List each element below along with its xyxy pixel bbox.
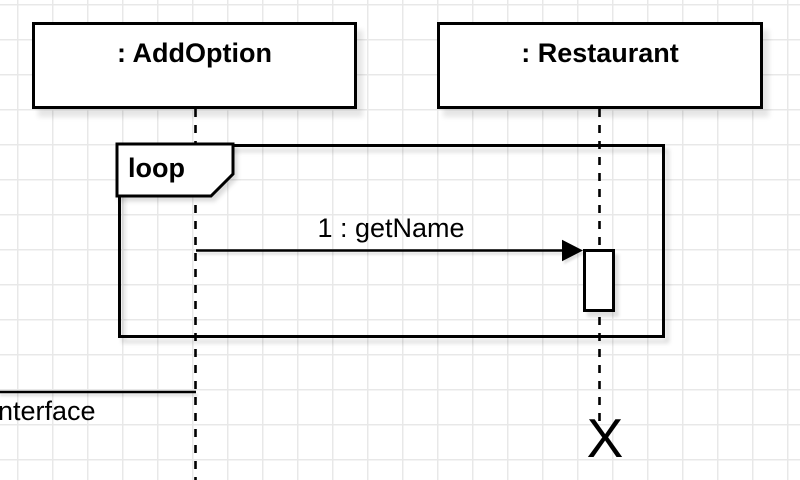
activation-bar-restaurant[interactable] xyxy=(583,249,615,312)
offscreen-message-label[interactable]: nterface xyxy=(0,396,96,426)
object-box-addoption[interactable]: : AddOption xyxy=(32,22,357,109)
object-label-restaurant: : Restaurant xyxy=(521,38,679,68)
loop-fragment-frame[interactable] xyxy=(118,144,665,338)
destroy-x-marker[interactable]: X xyxy=(586,407,624,469)
message-label-getname[interactable]: 1 : getName xyxy=(317,213,465,243)
loop-operator-tab[interactable] xyxy=(115,142,237,200)
loop-operator-pentagon[interactable] xyxy=(115,142,235,198)
arrowhead-icon xyxy=(562,239,583,262)
message-arrow-getname[interactable] xyxy=(196,239,583,262)
loop-operator-label: loop xyxy=(128,153,185,183)
object-box-restaurant[interactable]: : Restaurant xyxy=(437,22,763,109)
object-label-addoption: : AddOption xyxy=(117,38,272,68)
